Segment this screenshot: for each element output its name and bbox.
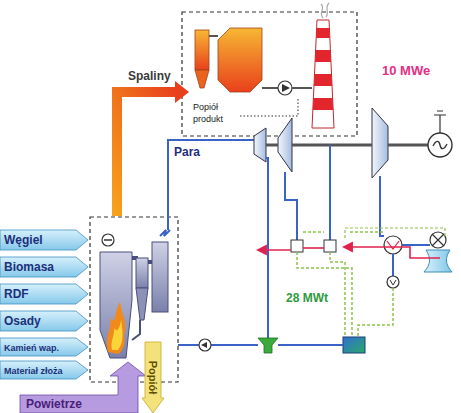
steam-cycle-part [258, 338, 278, 353]
steam-cycle-part [324, 240, 336, 252]
steam-cycle-part [432, 234, 444, 246]
fuel-input-arrow-outline [0, 311, 88, 331]
steam-cycle-part [358, 288, 393, 337]
steam-cycle-part [168, 140, 254, 230]
flue-gas-cleaning-part [182, 12, 357, 136]
node-text: Powietrze [26, 395, 82, 413]
node-text: Materiał złoża [0, 361, 63, 381]
fuel-input-arrow: Kamień wap. [0, 337, 88, 357]
ash-outlet-arrow: Popiół [142, 342, 164, 413]
thermal-power-label: 28 MWt [286, 291, 328, 305]
cfb-boiler-part [104, 239, 112, 241]
steam-cycle-part [380, 176, 384, 236]
flue-gas-cleaning-part [314, 74, 332, 86]
fuel-input-arrow: Materiał złoża [0, 360, 88, 380]
flue-gas-cleaning-part [282, 84, 290, 92]
steam-cycle-part [254, 128, 266, 162]
steam-cycle-part [434, 111, 446, 133]
steam-cycle-part [201, 342, 207, 348]
cfb-boiler-part [100, 252, 132, 358]
flue-gas-cleaning-part [292, 87, 312, 89]
fuel-input-arrow-outline [0, 257, 88, 277]
flue-gas-label-box: Spaliny [128, 68, 171, 83]
steam-cycle-part [343, 337, 365, 353]
ash-outlet-arrow-outline [142, 342, 164, 413]
steam-cycle-part [285, 172, 297, 240]
flue-gas-cleaning-part [218, 28, 262, 92]
steam-label: Para [174, 145, 200, 159]
flue-gas-cleaning-part [312, 20, 334, 128]
cfb-boiler-part [136, 258, 148, 288]
steam-cycle-part [160, 230, 170, 236]
flue-gas-cleaning [182, 3, 357, 136]
flue-gas-cleaning-part [313, 98, 333, 110]
node-text: Popiół [142, 342, 164, 413]
steam-cycle-part [430, 232, 446, 248]
flue-gas-label: Spaliny [128, 69, 171, 83]
node-text: Biomasa [0, 256, 54, 278]
steam-cycle-part [345, 228, 445, 240]
steam-cycle-part [392, 254, 394, 276]
steam-cycle-part [387, 276, 399, 288]
steam-cycle-part [291, 240, 303, 252]
steam-cycle-part [372, 108, 388, 178]
steam-cycle-part [278, 118, 292, 172]
steam-cycle-part [199, 339, 211, 351]
steam-cycle-part [384, 236, 402, 254]
flue-gas-cleaning-part [240, 97, 298, 116]
flue-gas-cleaning-part [209, 35, 218, 37]
electric-power-label: 10 MWe [382, 63, 430, 78]
cfb-boiler-part [148, 260, 152, 264]
fuel-input-arrow-outline [0, 284, 88, 304]
thermal-power-label-box: 28 MWt [286, 290, 328, 305]
steam-cycle-part [424, 250, 452, 272]
steam-cycle-part [428, 133, 452, 157]
cfb-boiler-part [152, 242, 168, 312]
node-text: Osady [0, 310, 41, 332]
steam-cycle-part [258, 249, 291, 251]
flue-gas-cleaning-part [321, 3, 329, 18]
fuel-input-arrow: Osady [0, 310, 88, 332]
flue-gas-cleaning-part [195, 70, 209, 88]
cfb-boiler-part [90, 217, 178, 382]
node-text: Węgiel [0, 229, 43, 251]
cfb-boiler [90, 217, 178, 382]
flue-gas-arrow-part [175, 81, 189, 103]
steam-cycle-part [266, 158, 268, 338]
steam-cycle-part [344, 247, 440, 258]
steam-cycle-part [303, 247, 324, 249]
flue-gas-cleaning-part [315, 50, 331, 62]
fuel-input-arrow: Biomasa [0, 256, 88, 278]
fuel-input-arrow: Węgiel [0, 229, 88, 251]
steam-cycle-part [402, 244, 430, 246]
flue-gas-cleaning-part [316, 28, 330, 38]
steam-cycle-part [433, 141, 447, 148]
flue-gas-cleaning-part [262, 87, 278, 89]
air-inlet-arrow-outline [20, 362, 146, 413]
cfb-boiler-part [132, 320, 140, 340]
node-text: RDF [0, 283, 29, 305]
steam-cycle-part [303, 231, 384, 233]
flue-gas-cleaning-part [195, 30, 209, 70]
cfb-boiler-part [102, 234, 114, 246]
fuel-input-arrow-outline [0, 230, 88, 250]
cfb-boiler-part [107, 302, 125, 354]
steam-label-box: Para [174, 144, 200, 159]
cfb-boiler-part [112, 320, 123, 350]
steam-cycle-part [266, 144, 428, 147]
fuel-input-arrow: RDF [0, 283, 88, 305]
steam-cycle [160, 108, 452, 353]
air-inlet-arrow: Powietrze [20, 360, 145, 413]
node-text: Kamień wap. [0, 338, 59, 358]
steam-cycle-part [329, 145, 331, 240]
ash-product-label-box: Popiół produkt [193, 100, 235, 124]
steam-cycle-part [330, 252, 345, 337]
cfb-boiler-part [136, 288, 148, 320]
ash-product-label: Popiół produkt [193, 102, 223, 124]
electric-power-label-box: 10 MWe [382, 62, 430, 78]
steam-cycle-part [390, 280, 396, 285]
flue-gas-cleaning-part [278, 81, 292, 95]
